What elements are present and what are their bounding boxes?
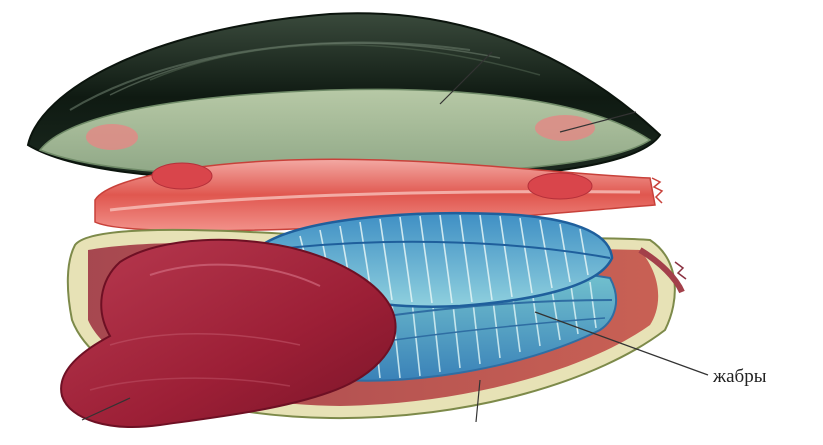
gills-label: жабры	[713, 366, 767, 388]
upper-shell-valve	[28, 13, 660, 181]
